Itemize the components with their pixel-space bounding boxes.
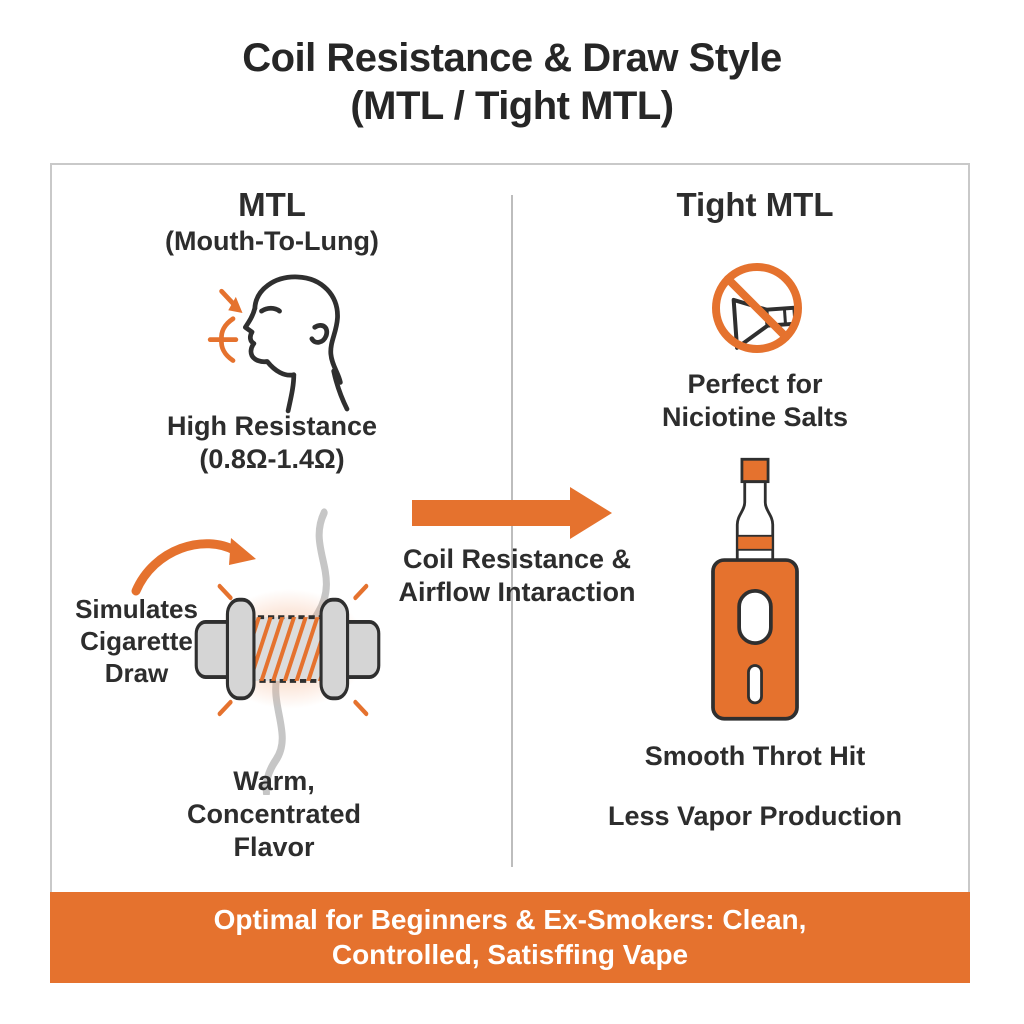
tight-mtl-heading: Tight MTL	[676, 186, 834, 223]
throat-hit-label: Smooth Throt Hit	[644, 741, 866, 771]
footer-banner: Optimal for Beginners & Ex-Smokers: Clea…	[50, 892, 970, 983]
interaction-label: Coil Resistance & Airflow Intaraction	[398, 544, 636, 607]
vapor-label: Less Vapor Production	[607, 801, 903, 831]
heating-coil-icon	[190, 505, 385, 795]
flavor-label: Warm, Concentrated Flavor	[186, 766, 362, 862]
cigarette-draw-label: Simulates Cigarette Draw	[75, 594, 198, 688]
vape-device-icon	[699, 453, 811, 725]
page-title: Coil Resistance & Draw Style (MTL / Tigh…	[242, 36, 782, 128]
no-airflow-prohibition-icon	[707, 258, 807, 358]
inhaling-face-icon	[195, 265, 385, 420]
curved-arrow-icon	[128, 527, 268, 599]
right-arrow-icon	[412, 487, 612, 539]
nicotine-salts-label: Perfect for Niciotine Salts	[661, 369, 849, 432]
mtl-heading: MTL	[238, 186, 306, 223]
resistance-label: High Resistance (0.8Ω-1.4Ω)	[166, 411, 378, 474]
main-panel: MTL (Mouth-To-Lung)	[50, 163, 970, 983]
mtl-subheading: (Mouth-To-Lung)	[165, 226, 379, 256]
column-divider	[511, 195, 513, 867]
